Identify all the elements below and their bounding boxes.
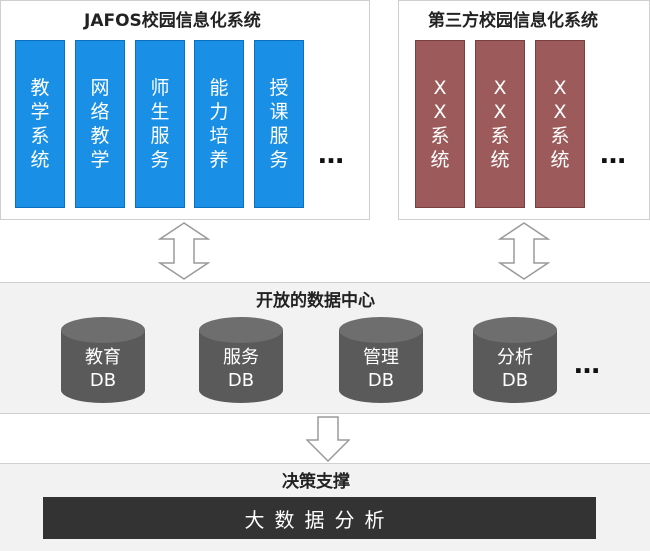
database-cylinder-icon [339, 317, 423, 403]
database-cylinder-icon [199, 317, 283, 403]
more-third-party-ellipsis: … [600, 140, 627, 170]
decision-support-title: 决策支撑 [282, 472, 350, 492]
double-arrow-left-icon [158, 222, 210, 280]
down-arrow-icon [306, 416, 350, 462]
database-cylinder-icon [61, 317, 145, 403]
jafos-system-title: JAFOS校园信息化系统 [84, 11, 261, 31]
data-center-title: 开放的数据中心 [256, 291, 375, 311]
system-box-online-teaching: 网络 教学 [75, 40, 125, 208]
database-cylinder-icon [473, 317, 557, 403]
big-data-analysis-bar: 大数据分析 [43, 497, 596, 539]
third-party-system-title: 第三方校园信息化系统 [428, 11, 598, 31]
more-systems-ellipsis: … [318, 140, 345, 170]
system-box-lecture-service: 授课 服务 [254, 40, 304, 208]
system-box-teacher-student-service: 师生 服务 [135, 40, 185, 208]
system-box-ability-training: 能力 培养 [194, 40, 244, 208]
system-box-teaching: 教学 系统 [15, 40, 65, 208]
more-databases-ellipsis: … [574, 350, 601, 380]
double-arrow-right-icon [498, 222, 550, 280]
